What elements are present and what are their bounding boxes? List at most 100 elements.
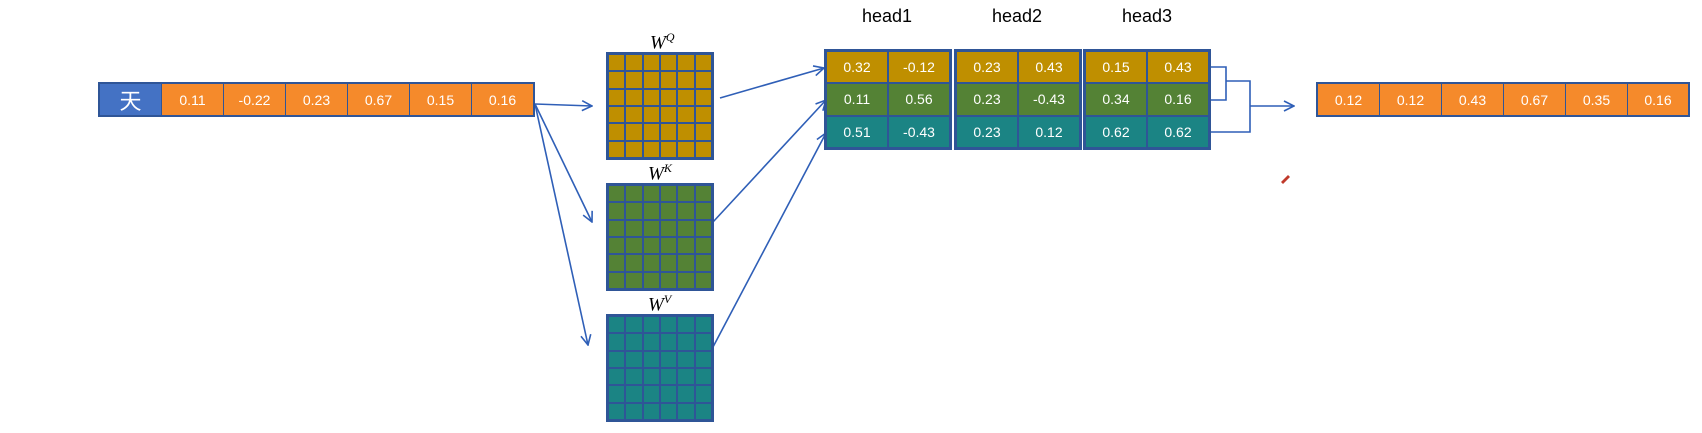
matrix-cell xyxy=(608,54,626,72)
matrix-cell xyxy=(660,385,678,403)
head1-v-cell: -0.43 xyxy=(888,115,950,148)
concat-bracket-top xyxy=(1210,66,1227,101)
matrix-cell xyxy=(608,237,626,255)
matrix-cell xyxy=(608,106,626,124)
input-token: 天 xyxy=(100,84,162,115)
input-vector: 天 0.11 -0.22 0.23 0.67 0.15 0.16 xyxy=(98,82,535,117)
matrix-cell xyxy=(625,71,643,89)
matrix-cell xyxy=(694,271,712,289)
head2-v-cell: 0.23 xyxy=(956,115,1018,148)
matrix-cell xyxy=(625,316,643,334)
head1-v-cell: 0.51 xyxy=(826,115,888,148)
matrix-cell xyxy=(608,402,626,420)
output-value-cell: 0.12 xyxy=(1380,84,1442,115)
matrix-cell xyxy=(642,106,660,124)
output-value-cell: 0.35 xyxy=(1566,84,1628,115)
output-value-cell: 0.16 xyxy=(1628,84,1688,115)
matrix-cell xyxy=(694,385,712,403)
matrix-cell xyxy=(642,71,660,89)
matrix-cell xyxy=(608,123,626,141)
matrix-cell xyxy=(694,106,712,124)
matrix-cell xyxy=(677,254,695,272)
matrix-cell xyxy=(660,54,678,72)
arrow-wk-to-heads xyxy=(712,100,826,223)
matrix-cell xyxy=(677,385,695,403)
matrix-cell xyxy=(608,140,626,158)
matrix-cell xyxy=(625,254,643,272)
matrix-cell xyxy=(642,333,660,351)
matrix-cell xyxy=(677,123,695,141)
matrix-cell xyxy=(608,202,626,220)
matrix-cell xyxy=(642,219,660,237)
pen-cursor-mark xyxy=(1281,175,1290,184)
matrix-cell xyxy=(694,185,712,203)
concat-bracket-outer xyxy=(1210,80,1251,133)
matrix-cell xyxy=(608,368,626,386)
matrix-cell xyxy=(642,350,660,368)
matrix-cell xyxy=(677,54,695,72)
matrix-cell xyxy=(677,368,695,386)
matrix-cell xyxy=(660,254,678,272)
matrix-cell xyxy=(694,202,712,220)
wv-matrix xyxy=(606,314,714,422)
matrix-cell xyxy=(625,219,643,237)
matrix-cell xyxy=(625,202,643,220)
matrix-cell xyxy=(608,350,626,368)
matrix-cell xyxy=(694,368,712,386)
matrix-cell xyxy=(660,368,678,386)
matrix-cell xyxy=(642,88,660,106)
matrix-cell xyxy=(608,385,626,403)
head2-k-cell: -0.43 xyxy=(1018,83,1080,116)
wq-matrix xyxy=(606,52,714,160)
matrix-cell xyxy=(625,123,643,141)
matrix-cell xyxy=(694,140,712,158)
head3-title: head3 xyxy=(1121,6,1173,26)
head2-table: 0.23 0.43 0.23 -0.43 0.23 0.12 xyxy=(954,49,1082,150)
arrow-wq-to-heads xyxy=(719,68,824,99)
matrix-cell xyxy=(660,271,678,289)
matrix-cell xyxy=(694,123,712,141)
matrix-cell xyxy=(694,316,712,334)
matrix-cell xyxy=(677,71,695,89)
input-value-cell: 0.23 xyxy=(286,84,348,115)
matrix-cell xyxy=(660,106,678,124)
matrix-cell xyxy=(660,333,678,351)
matrix-cell xyxy=(660,140,678,158)
output-value-cell: 0.43 xyxy=(1442,84,1504,115)
matrix-cell xyxy=(625,106,643,124)
matrix-cell xyxy=(625,333,643,351)
matrix-cell xyxy=(625,88,643,106)
matrix-cell xyxy=(642,368,660,386)
matrix-cell xyxy=(642,254,660,272)
matrix-cell xyxy=(694,402,712,420)
wk-label: WK xyxy=(648,161,672,185)
output-value-cell: 0.12 xyxy=(1318,84,1380,115)
matrix-cell xyxy=(608,71,626,89)
output-vector: 0.12 0.12 0.43 0.67 0.35 0.16 xyxy=(1316,82,1690,117)
matrix-cell xyxy=(694,71,712,89)
head3-v-cell: 0.62 xyxy=(1085,115,1147,148)
input-value-cell: -0.22 xyxy=(224,84,286,115)
matrix-cell xyxy=(694,350,712,368)
matrix-cell xyxy=(608,254,626,272)
head3-k-cell: 0.34 xyxy=(1085,83,1147,116)
matrix-cell xyxy=(677,271,695,289)
matrix-cell xyxy=(677,237,695,255)
matrix-cell xyxy=(694,254,712,272)
matrix-cell xyxy=(642,54,660,72)
matrix-cell xyxy=(660,88,678,106)
matrix-cell xyxy=(608,271,626,289)
matrix-cell xyxy=(677,316,695,334)
head3-q-cell: 0.15 xyxy=(1085,51,1147,84)
matrix-cell xyxy=(677,140,695,158)
matrix-cell xyxy=(608,185,626,203)
matrix-cell xyxy=(694,333,712,351)
matrix-cell xyxy=(642,140,660,158)
wk-matrix xyxy=(606,183,714,291)
matrix-cell xyxy=(660,202,678,220)
matrix-cell xyxy=(694,219,712,237)
head2-k-cell: 0.23 xyxy=(956,83,1018,116)
matrix-cell xyxy=(660,219,678,237)
matrix-cell xyxy=(625,237,643,255)
